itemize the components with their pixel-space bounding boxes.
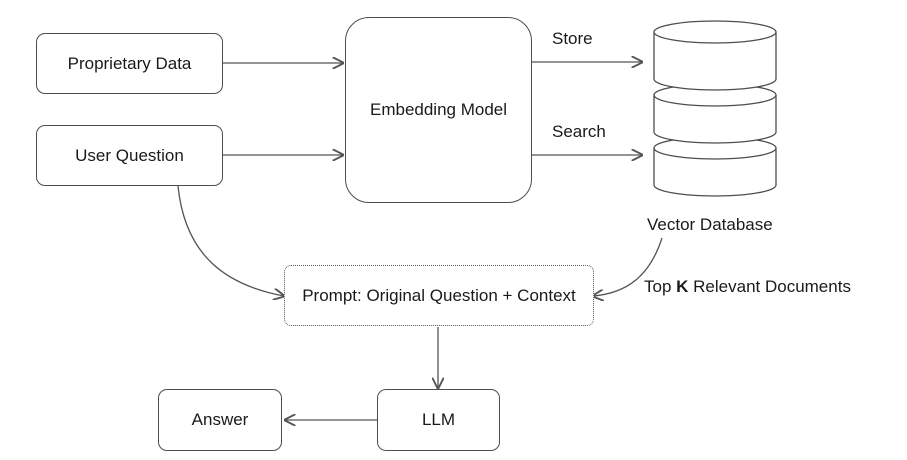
node-proprietary-data: Proprietary Data [36,33,223,94]
edge-store-label: Store [552,29,593,48]
top-k-prefix: Top [644,277,677,296]
cylinder-segment-bottom [653,148,777,197]
edge-topk-to-prompt [593,237,663,296]
database-cylinder-icon [653,20,777,197]
node-answer-label: Answer [191,410,249,429]
cylinder-segment-top [653,32,777,91]
node-user-question-label: User Question [75,145,184,165]
top-k-bold: K [676,277,689,296]
node-prompt: Prompt: Original Question + Context [284,265,594,326]
node-llm-label: LLM [421,410,456,429]
node-user-question: User Question [36,125,223,186]
edge-search-label: Search [552,122,606,141]
node-proprietary-data-label: Proprietary Data [67,53,192,73]
node-embedding-model-label: Embedding Model [369,100,508,119]
top-k-label: Top K Relevant Documents [644,277,851,297]
node-llm: LLM [377,389,500,451]
edge-question-to-prompt [177,185,284,296]
top-k-suffix: Relevant Documents [688,277,851,296]
cylinder-cap [653,20,777,44]
node-answer: Answer [158,389,282,451]
vector-database-label: Vector Database [647,215,773,234]
node-embedding-model: Embedding Model [345,17,532,203]
cylinder-segment-middle [653,95,777,144]
node-prompt-label: Prompt: Original Question + Context [302,285,576,305]
